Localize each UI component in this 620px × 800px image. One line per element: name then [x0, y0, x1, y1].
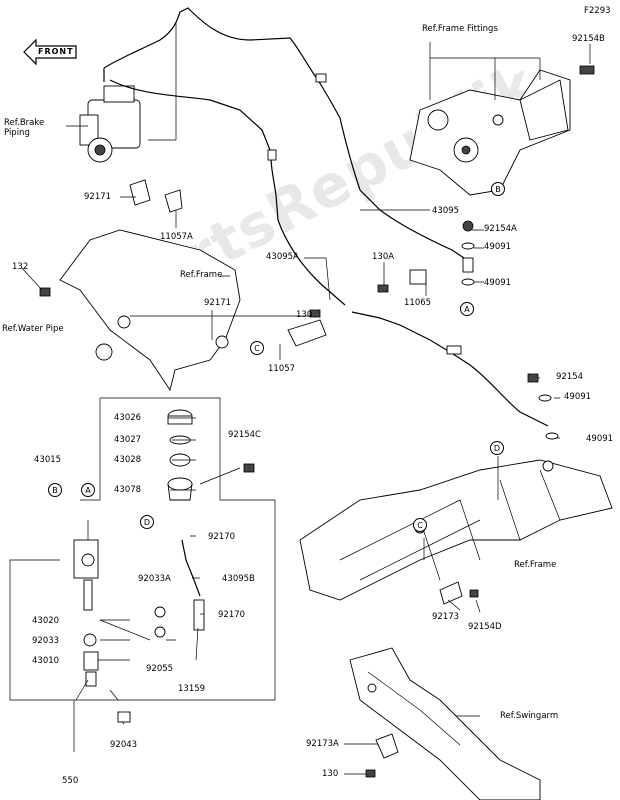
label-92173[interactable]: 92173	[432, 612, 460, 622]
bolt-132	[39, 287, 51, 297]
label-92154B[interactable]: 92154B	[572, 34, 605, 44]
label-130-bottom[interactable]: 130	[322, 769, 339, 779]
abs-hydraulic-unit[interactable]	[79, 85, 141, 163]
brake-line-43095A	[109, 79, 346, 306]
label-ref-frame-fittings[interactable]: Ref.Frame Fittings	[422, 24, 498, 34]
label-49091-a[interactable]: 49091	[484, 242, 512, 252]
clamp-92173A[interactable]	[375, 733, 399, 759]
frame[interactable]	[299, 459, 613, 601]
reservoir-hose	[181, 539, 201, 597]
label-92043[interactable]: 92043	[110, 740, 138, 750]
clamp-11065[interactable]	[409, 269, 427, 285]
label-92154[interactable]: 92154	[556, 372, 584, 382]
bolt-92154B	[579, 65, 595, 75]
front-label: FRONT	[38, 47, 74, 56]
pin-92043	[117, 711, 131, 723]
bolt-92154	[527, 373, 539, 383]
brake-line-stay[interactable]	[59, 179, 241, 392]
banjo-hardware[interactable]	[461, 220, 475, 286]
label-92055[interactable]: 92055	[146, 664, 174, 674]
label-ref-swingarm[interactable]: Ref.Swingarm	[500, 711, 559, 721]
ref-letter-d-left: D	[140, 515, 154, 529]
label-43027[interactable]: 43027	[114, 435, 142, 445]
clamp-92173[interactable]	[439, 581, 463, 605]
label-ref-water-pipe[interactable]: Ref.Water Pipe	[2, 324, 64, 334]
front-arrow: FRONT	[22, 36, 78, 68]
label-132[interactable]: 132	[12, 262, 29, 272]
bolt-130	[309, 309, 321, 318]
label-ref-frame-2[interactable]: Ref.Frame	[514, 560, 557, 570]
bolt-130A	[377, 284, 389, 293]
label-49091-b[interactable]: 49091	[484, 278, 512, 288]
label-92170-a[interactable]: 92170	[208, 532, 236, 542]
label-92154A[interactable]: 92154A	[484, 224, 517, 234]
label-43095A[interactable]: 43095A	[266, 252, 299, 262]
label-ref-brake-piping[interactable]: Ref.Brake Piping	[4, 118, 45, 138]
label-43095[interactable]: 43095	[432, 206, 460, 216]
label-92154C[interactable]: 92154C	[228, 430, 261, 440]
label-43010[interactable]: 43010	[32, 656, 60, 666]
label-92170-b[interactable]: 92170	[218, 610, 246, 620]
ref-letter-b-left: B	[48, 483, 62, 497]
label-43078[interactable]: 43078	[114, 485, 142, 495]
bolt-130-swingarm	[365, 769, 376, 778]
label-ref-frame-1[interactable]: Ref.Frame	[180, 270, 223, 280]
label-130A[interactable]: 130A	[372, 252, 395, 262]
label-130-mid[interactable]: 130	[296, 310, 313, 320]
master-cylinder[interactable]	[73, 539, 99, 687]
line-clamp-3	[446, 345, 462, 355]
bolt-92154D	[469, 589, 479, 598]
line-clamp-2	[315, 73, 327, 83]
label-43095B[interactable]: 43095B	[222, 574, 255, 584]
label-92171-top[interactable]: 92171	[84, 192, 112, 202]
figure-code: F2293	[584, 6, 611, 16]
label-43028[interactable]: 43028	[114, 455, 142, 465]
ref-letter-a-top: A	[460, 302, 474, 316]
brake-line-rear	[351, 311, 549, 427]
brake-line-upper	[103, 7, 471, 263]
label-49091-d[interactable]: 49091	[586, 434, 614, 444]
swingarm[interactable]	[349, 647, 541, 800]
master-cylinder-box	[9, 397, 276, 701]
label-92173A[interactable]: 92173A	[306, 739, 339, 749]
label-11065[interactable]: 11065	[404, 298, 432, 308]
ref-letter-a-left: A	[81, 483, 95, 497]
label-92154D[interactable]: 92154D	[468, 622, 502, 632]
ref-letter-c-top: C	[250, 341, 264, 355]
clamp-11057[interactable]	[287, 319, 327, 347]
bolt-92154C	[243, 463, 255, 473]
label-43026[interactable]: 43026	[114, 413, 142, 423]
label-92033A[interactable]: 92033A	[138, 574, 171, 584]
reservoir[interactable]	[167, 409, 193, 501]
label-43020[interactable]: 43020	[32, 616, 60, 626]
label-92033[interactable]: 92033	[32, 636, 60, 646]
label-43015[interactable]: 43015	[34, 455, 62, 465]
label-550[interactable]: 550	[62, 776, 79, 786]
label-92171-mid[interactable]: 92171	[204, 298, 232, 308]
line-clamp	[267, 149, 277, 161]
label-11057A[interactable]: 11057A	[160, 232, 193, 242]
ref-letter-c-right: C	[413, 518, 427, 532]
frame-fittings[interactable]	[409, 69, 571, 196]
label-49091-c[interactable]: 49091	[564, 392, 592, 402]
ref-letter-d-right: D	[490, 441, 504, 455]
ref-letter-b-top: B	[491, 182, 505, 196]
label-13159[interactable]: 13159	[178, 684, 206, 694]
label-11057[interactable]: 11057	[268, 364, 296, 374]
